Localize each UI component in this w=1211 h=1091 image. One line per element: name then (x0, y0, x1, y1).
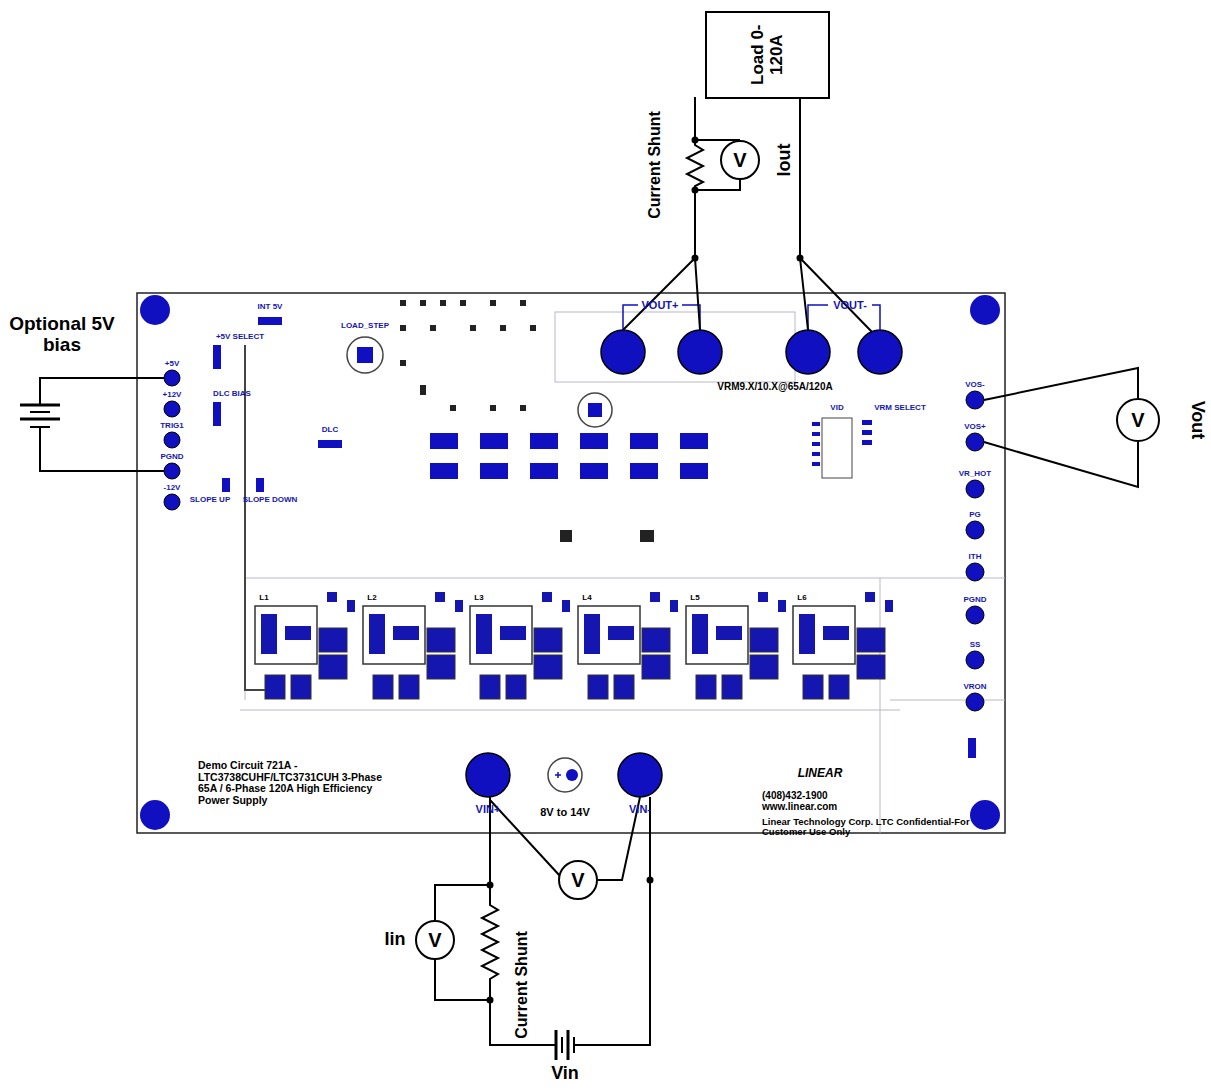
voltmeter-symbol: V (720, 140, 760, 180)
label-text: DLC (322, 426, 338, 435)
label-text: +5V SELECT (216, 333, 264, 342)
label-text: VID (830, 404, 843, 413)
voltmeter-symbol: V (415, 920, 455, 960)
node-text: Load 0-120A (749, 16, 786, 94)
label-text: PGND (963, 596, 986, 605)
label-text: Linear Technology Corp. LTC Confidential… (762, 817, 977, 838)
label-text: VIN- (629, 803, 651, 815)
label-text: SS (970, 641, 981, 650)
label-text: VIN+ (476, 803, 501, 815)
label-text: L5 (690, 594, 699, 603)
label-text: SLOPE UP (190, 496, 230, 505)
label-text: VRM9.X/10.X@65A/120A (717, 381, 832, 392)
label-text: VOUT+ (642, 299, 679, 311)
label-text: L4 (582, 594, 591, 603)
label-text: Optional 5V bias (2, 314, 122, 356)
label-text: L2 (367, 594, 376, 603)
label-text: PG (969, 511, 981, 520)
label-text: TRIG1 (160, 422, 184, 431)
label-text: SLOPE DOWN (243, 496, 298, 505)
label-text: Current Shunt (646, 111, 664, 219)
label-text: VOS+ (964, 423, 986, 432)
label-text: Current Shunt (513, 931, 531, 1039)
label-text: Iout (775, 144, 795, 177)
label-text: Vout (1187, 401, 1207, 440)
label-text: L6 (797, 594, 806, 603)
label-text: +12V (163, 391, 182, 400)
node-text: V (571, 869, 584, 891)
label-text: 8V to 14V (540, 806, 590, 818)
label-text: (408)432-1900 www.linear.com (762, 790, 867, 812)
label-text: Iin (385, 930, 406, 950)
voltmeter-symbol: V (558, 860, 598, 900)
node-text: V (428, 929, 441, 951)
label-text: PGND (160, 453, 183, 462)
voltmeter-symbol: V (1116, 398, 1160, 442)
label-text: VRON (963, 683, 986, 692)
label-text: VR_HOT (959, 470, 991, 479)
label-text: L1 (259, 594, 268, 603)
label-text: Demo Circuit 721A - LTC3738CUHF/LTC3731C… (198, 760, 398, 806)
label-text: L3 (474, 594, 483, 603)
label-text: INT 5V (258, 303, 283, 312)
label-text: VOS- (965, 381, 985, 390)
label-text: VOUT- (833, 299, 867, 311)
label-text: DLC BIAS (213, 390, 251, 399)
load-box: Load 0-120A (705, 11, 830, 99)
label-text: LOAD_STEP (341, 322, 389, 331)
node-text: V (733, 149, 746, 171)
label-text: -12V (164, 484, 181, 493)
label-text: LINEAR (798, 767, 843, 780)
node-text: V (1131, 409, 1144, 431)
label-text: ITH (969, 553, 982, 562)
label-text: Vin (551, 1064, 579, 1084)
label-text: VRM SELECT (874, 404, 926, 413)
label-text: +5V (165, 360, 179, 369)
